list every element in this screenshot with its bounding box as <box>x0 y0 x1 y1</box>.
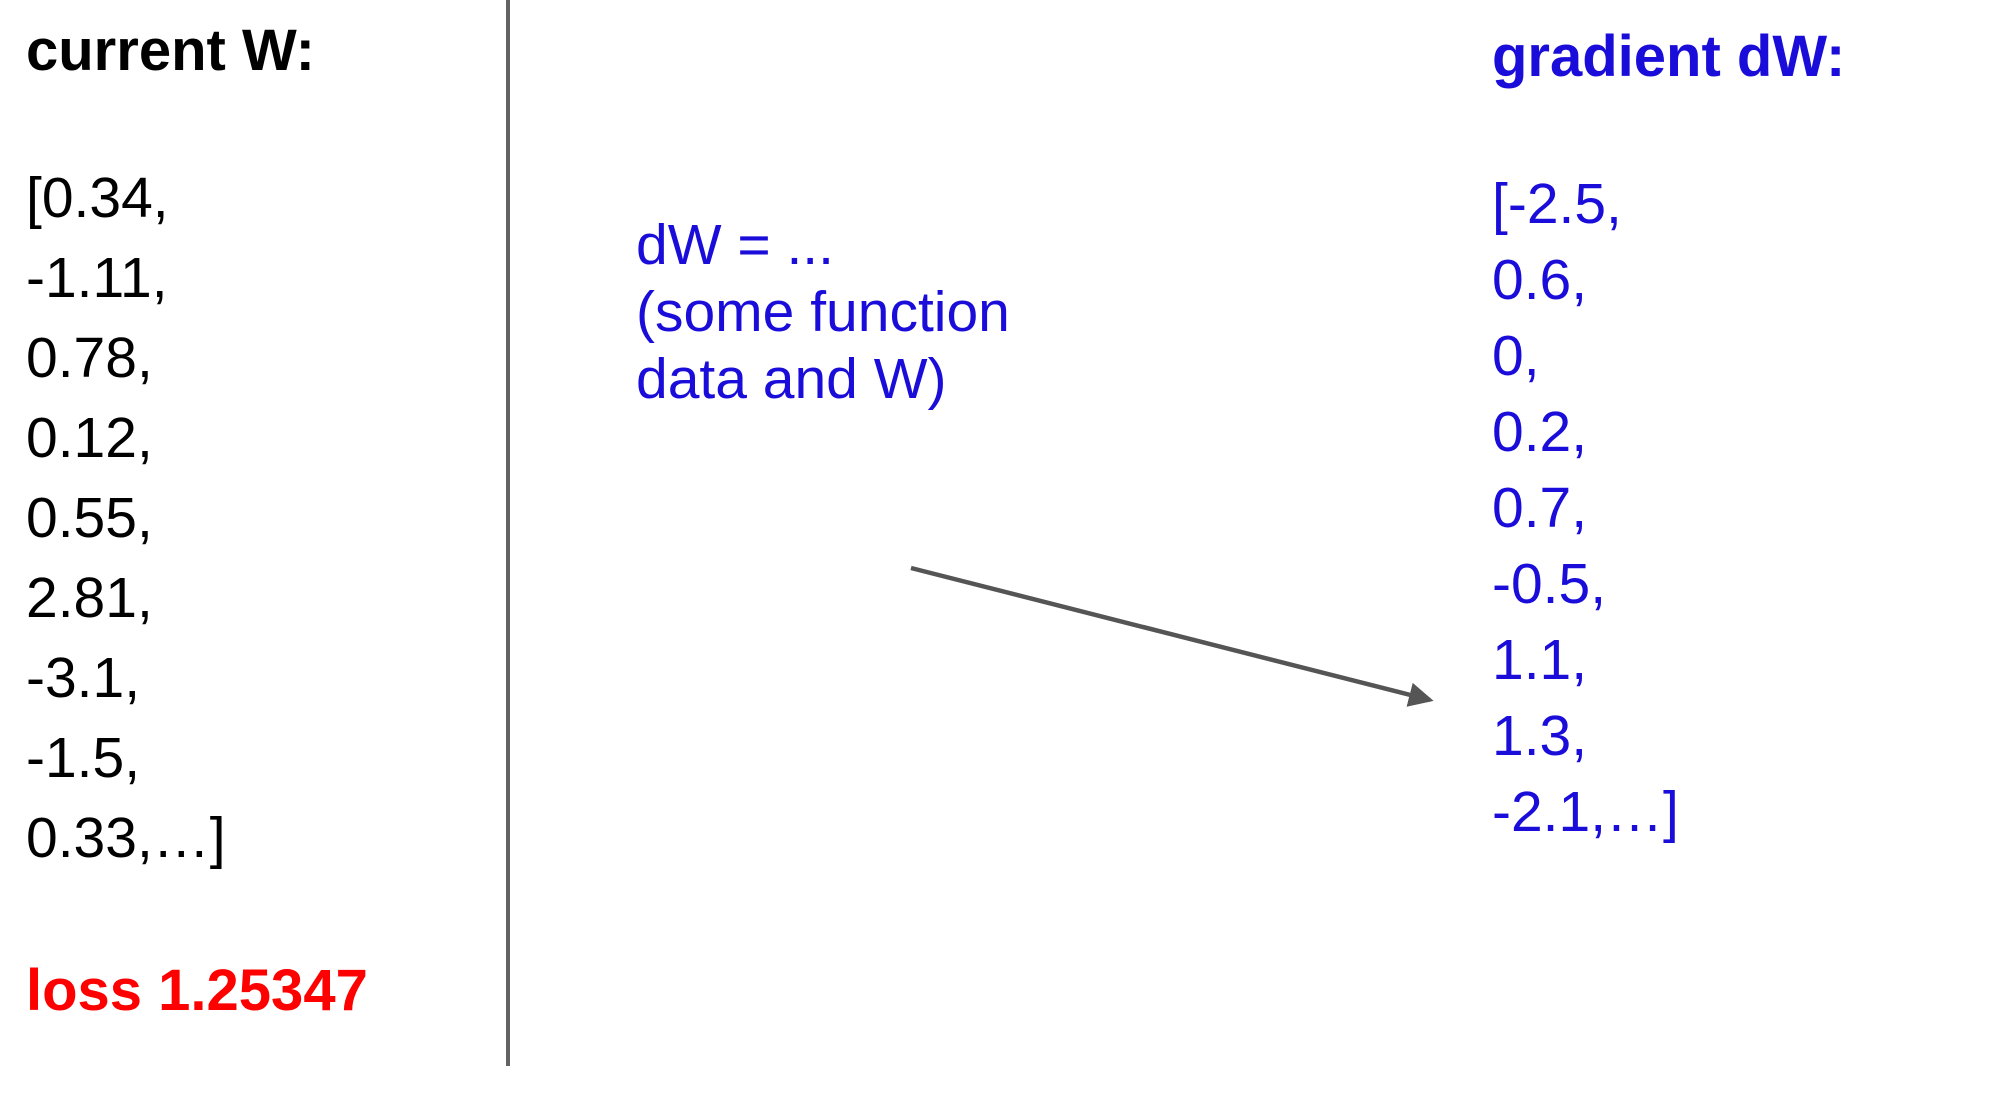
current-w-heading: current W: <box>26 18 315 83</box>
gradient-dw-values: [-2.5, 0.6, 0, 0.2, 0.7, -0.5, 1.1, 1.3,… <box>1492 172 1679 844</box>
connector-arrow <box>910 565 1434 707</box>
gradient-formula-note: dW = ... (some function data and W) <box>636 213 1010 411</box>
loss-label: loss 1.25347 <box>26 958 368 1023</box>
gradient-dw-heading: gradient dW: <box>1492 24 1846 89</box>
vertical-divider <box>506 0 510 1066</box>
current-w-values: [0.34, -1.11, 0.78, 0.12, 0.55, 2.81, -3… <box>26 166 226 870</box>
